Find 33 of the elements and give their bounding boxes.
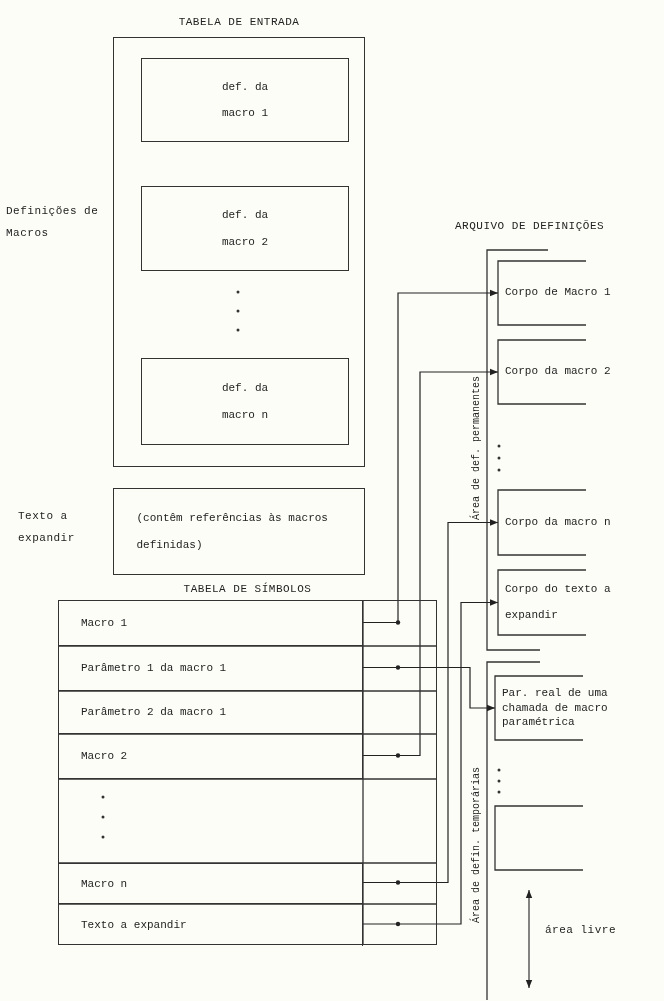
area-label: área livre (545, 923, 616, 938)
row-label: Texto a expandir (59, 904, 363, 946)
pointer-arrow (361, 599, 499, 925)
pointer-arrow (361, 368, 499, 757)
pointer-arrow (361, 289, 499, 624)
row-label: Macro n (59, 863, 363, 904)
box-text: Corpo da macro n (504, 514, 612, 530)
table-heading: TABELA DE SÍMBOLOS (182, 581, 313, 597)
text-box (113, 488, 365, 575)
row-label: Macro 1 (59, 601, 363, 646)
row-label: Macro 2 (59, 734, 363, 779)
vertical-label: Área de def. permanentes (471, 376, 483, 520)
box-text: Corpo do texto a expandir (504, 582, 612, 623)
section-heading: ARQUIVO DE DEFINIÇÕES (455, 219, 605, 234)
box-text: def. da macro 1 (220, 79, 270, 121)
box-text: def. da macro 2 (220, 208, 270, 250)
pointer-arrow (361, 666, 496, 712)
side-label: Definições de Macros (6, 204, 100, 241)
box-text: def. da macro n (220, 381, 270, 423)
row-label: Parâmetro 1 da macro 1 (59, 646, 363, 691)
box-text: Corpo da macro 2 (504, 364, 612, 380)
side-label: Texto a expandir (18, 509, 76, 546)
row-label: Parâmetro 2 da macro 1 (59, 691, 363, 734)
definition-box (141, 58, 349, 142)
table-heading: TABELA DE ENTRADA (177, 15, 301, 30)
vertical-label: Área de defin. temporárias (471, 767, 483, 923)
box-text: (contêm referências às macros definidas) (136, 511, 329, 553)
pointer-arrow (361, 519, 499, 884)
definition-box (141, 358, 349, 445)
box-text: Par. real de uma chamada de macro paramétrica (501, 685, 609, 731)
open-box (495, 806, 583, 870)
box-text: Corpo de Macro 1 (504, 285, 612, 301)
definition-box (141, 186, 349, 271)
